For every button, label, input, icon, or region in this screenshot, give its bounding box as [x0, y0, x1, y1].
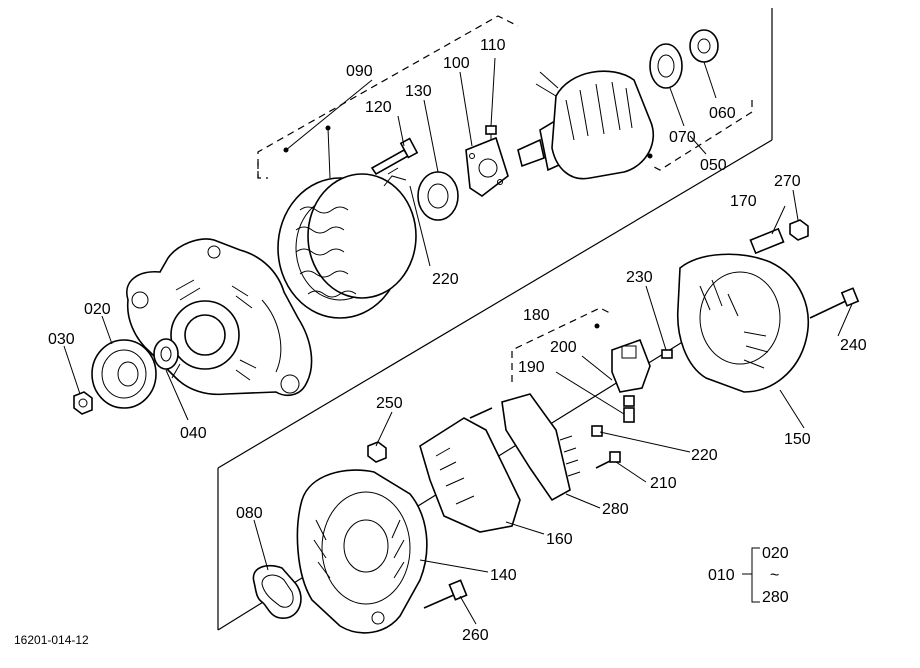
regulator-screw-230: [661, 349, 673, 359]
callout-240: 240: [840, 337, 867, 354]
rectifier: [419, 407, 521, 533]
callout-060: 060: [709, 105, 736, 122]
cover-bolt: [809, 287, 860, 319]
callout-210: 210: [650, 475, 677, 492]
callout-080: 080: [236, 505, 263, 522]
rotor: [517, 70, 655, 180]
callout-070: 070: [669, 129, 696, 146]
callout-100: 100: [443, 55, 470, 72]
callout-220-lower: 220: [691, 447, 718, 464]
rear-bearing: [649, 43, 683, 89]
leader-lines: [63, 57, 853, 625]
callout-230: 230: [626, 269, 653, 286]
callout-160: 160: [546, 531, 573, 548]
bearing-cover: [689, 29, 719, 63]
callout-180: 180: [523, 307, 550, 324]
ic-regulator: [501, 393, 581, 502]
dashed-group-bracket-050: [649, 100, 753, 171]
callout-140: 140: [490, 567, 517, 584]
callout-050: 050: [700, 157, 727, 174]
range-note-to: 280: [762, 589, 789, 606]
callout-200: 200: [550, 339, 577, 356]
callout-270: 270: [774, 173, 801, 190]
callout-030: 030: [48, 331, 75, 348]
callout-280-label: 280: [602, 501, 629, 518]
screw-210: [595, 451, 621, 469]
regulator-brush-holder: [594, 323, 651, 393]
dashed-group-bracket-180: [511, 307, 613, 382]
screw-220: [591, 425, 603, 437]
callout-090: 090: [346, 63, 373, 80]
slip-ring-end-frame: [296, 469, 428, 634]
end-frame-bolt: [423, 579, 468, 609]
pulley-nut: [73, 391, 93, 415]
range-note-bracket: [742, 547, 760, 603]
through-bolt: [370, 137, 419, 176]
dashed-group-bracket-090: [257, 15, 519, 179]
callout-120: 120: [365, 99, 392, 116]
range-note-separator: ~: [770, 567, 779, 584]
callout-150: 150: [784, 431, 811, 448]
range-note-from: 020: [762, 545, 789, 562]
stator: [277, 125, 417, 319]
rear-cover: [676, 253, 810, 393]
gasket: [252, 564, 302, 619]
callout-250: 250: [376, 395, 403, 412]
callout-labels: 090 100 110 120 130 060 070 050 220 170 …: [48, 37, 867, 644]
terminal-bolt: [749, 227, 785, 255]
callout-220-upper: 220: [432, 271, 459, 288]
callout-260: 260: [462, 627, 489, 644]
pulley: [91, 339, 157, 409]
callout-020: 020: [84, 301, 111, 318]
drawing-number: 16201-014-12: [14, 633, 89, 647]
assembly-range-note: 010 020 ~ 280: [708, 545, 789, 606]
bearing-retainer-plate: [465, 136, 509, 197]
range-note-assembly: 010: [708, 567, 735, 584]
callout-110: 110: [480, 37, 506, 54]
brush: [623, 395, 635, 423]
drive-end-housing: [126, 238, 313, 397]
spacer-collar: [153, 338, 179, 370]
terminal-nut: [789, 219, 809, 241]
callout-170: 170: [730, 193, 757, 210]
callout-130: 130: [405, 83, 432, 100]
callout-040: 040: [180, 425, 207, 442]
front-bearing: [417, 171, 459, 221]
callout-190: 190: [518, 359, 545, 376]
